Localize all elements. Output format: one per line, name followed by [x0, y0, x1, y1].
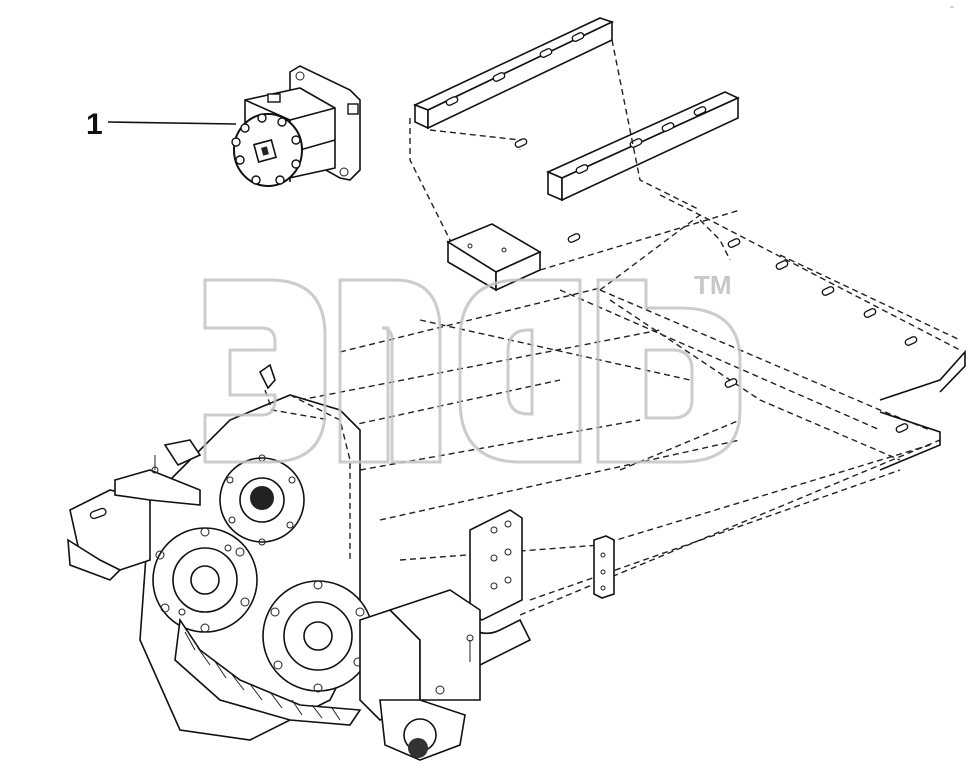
corner-mark: °° [950, 6, 954, 12]
callout-label: 1 [86, 108, 103, 141]
hydraulic-pump[interactable] [231, 65, 361, 187]
callout-1: 1 [86, 108, 237, 141]
frame-assembly [299, 17, 966, 666]
frame-rails [299, 138, 961, 616]
watermark-logo: TM [203, 270, 742, 464]
cover-hatching [184, 631, 341, 721]
side-tab-plate [593, 535, 615, 599]
rear-end-plate [879, 349, 966, 471]
trademark-mark: TM [694, 270, 732, 300]
upper-mounting-bracket [409, 17, 740, 259]
transfer-gearbox [67, 363, 481, 761]
